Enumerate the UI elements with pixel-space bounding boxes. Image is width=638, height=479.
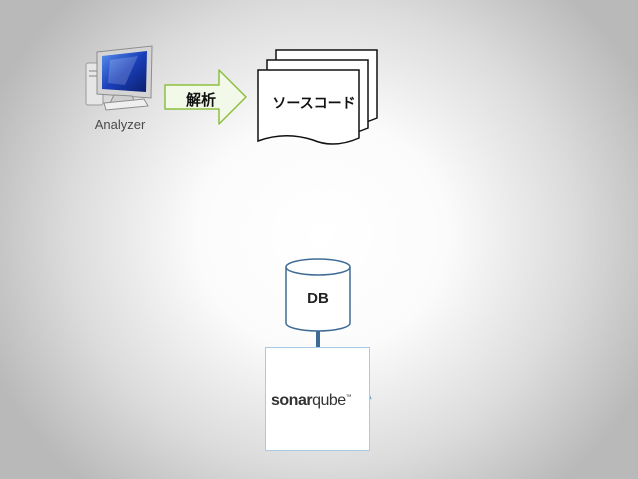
analyze-arrow-label: 解析 [185,91,216,109]
logo-text-qube: qube [312,392,346,409]
logo-trademark: ™ [345,394,352,401]
source-code-documents [257,49,378,145]
sonarqube-logo: sonarqube™ [271,392,352,410]
analyzer-label: Analyzer [94,117,146,132]
database-cylinder [285,258,351,332]
database-label: DB [307,290,329,307]
logo-text-sonar: sonar [271,392,313,409]
source-code-label: ソースコード [272,96,356,112]
sonarqube-server-box: sonarqube™ [265,347,370,451]
analyze-arrow [164,69,247,125]
computer-monitor-icon [85,45,153,111]
